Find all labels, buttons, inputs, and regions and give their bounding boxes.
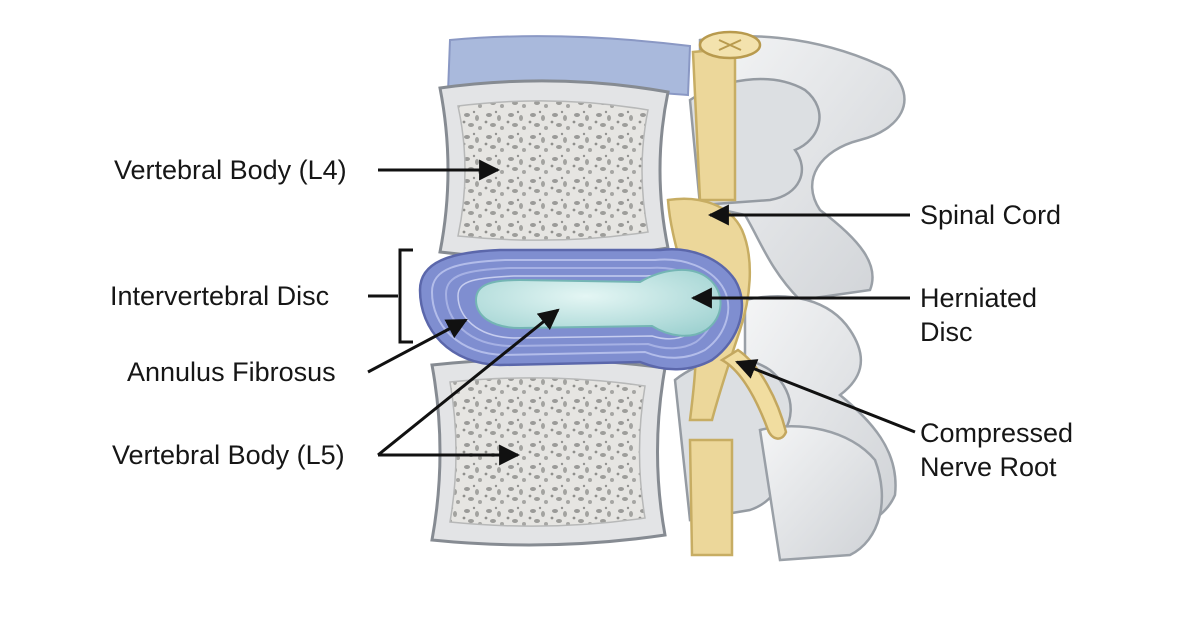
spinal-cord-lower xyxy=(688,438,734,557)
label-vertebral-body-l4: Vertebral Body (L4) xyxy=(114,155,347,185)
label-herniated-disc-line-2: Disc xyxy=(920,317,973,347)
spinal-cord-upper xyxy=(691,46,737,202)
label-intervertebral-disc: Intervertebral Disc xyxy=(110,281,330,311)
label-herniated-disc-line-1: Herniated xyxy=(920,283,1038,313)
disc-bracket xyxy=(398,248,413,344)
label-spinal-cord: Spinal Cord xyxy=(920,200,1062,230)
label-herniated-disc: Herniated Disc xyxy=(920,281,1037,349)
arrow-annulus-fibrosus xyxy=(367,318,468,374)
label-compressed-nerve-root-line-1: Compressed xyxy=(920,418,1074,448)
label-compressed-nerve-root: Compressed Nerve Root xyxy=(920,416,1073,484)
label-compressed-nerve-root-line-2: Nerve Root xyxy=(920,452,1057,482)
arrow-nucleus xyxy=(377,308,560,457)
arrow-compressed-nerve-root xyxy=(735,359,916,434)
label-annulus-fibrosus: Annulus Fibrosus xyxy=(127,357,336,387)
lower-lamina xyxy=(758,425,884,562)
label-vertebral-body-l5: Vertebral Body (L5) xyxy=(112,440,345,470)
